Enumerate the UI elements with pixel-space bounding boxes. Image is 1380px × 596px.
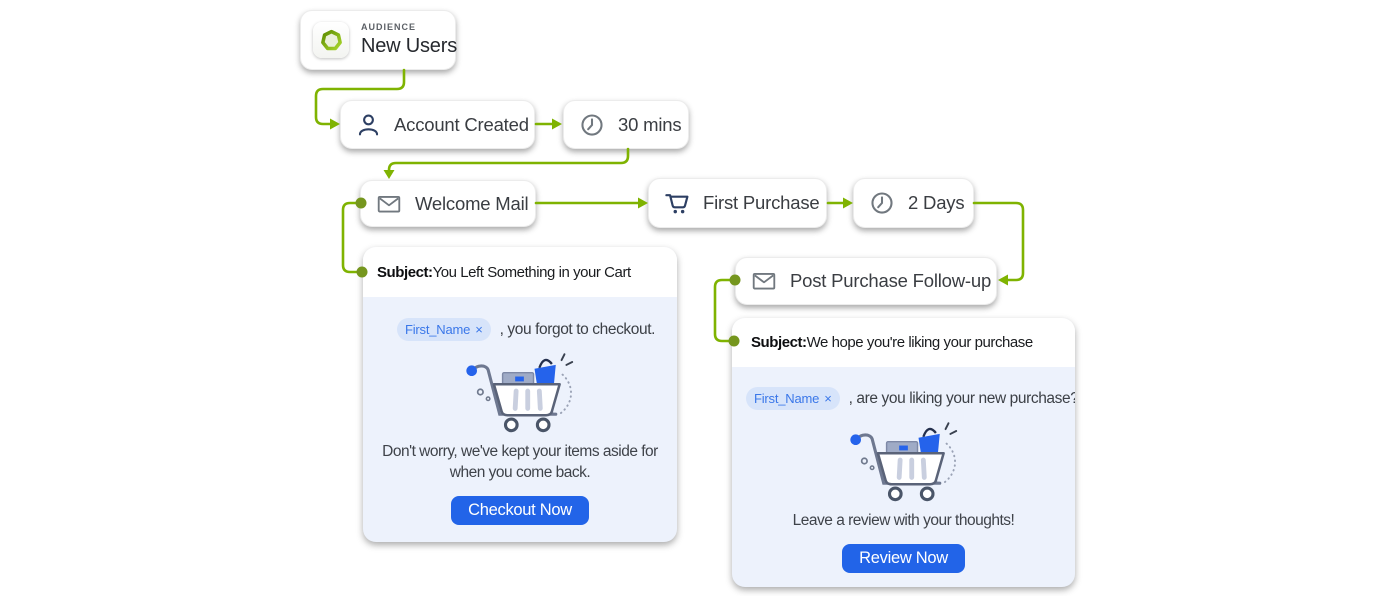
merge-tag-chip[interactable]: First_Name × — [746, 387, 840, 410]
body-line: when you come back. — [449, 463, 591, 481]
greeting-row: First_Name × , you forgot to checkout. — [397, 318, 677, 341]
node-welcome-mail[interactable]: Welcome Mail — [360, 180, 536, 227]
email-preview-cart-abandonment: Subject: You Left Something in your Cart… — [363, 247, 677, 542]
greeting-text: , you forgot to checkout. — [499, 320, 656, 338]
greeting-text: , are you liking your new purchase? — [848, 389, 1075, 407]
arrowhead — [383, 170, 395, 179]
subject-text: You Left Something in your Cart — [432, 263, 632, 281]
arrowhead — [843, 197, 853, 209]
node-wait-30-mins[interactable]: 30 mins — [563, 100, 689, 149]
user-icon — [356, 112, 381, 137]
clock-icon — [869, 190, 895, 216]
arrowhead — [998, 274, 1008, 286]
body-line: Don't worry, we've kept your items aside… — [382, 443, 658, 460]
cart-icon — [664, 190, 690, 216]
merge-tag-label: First_Name — [754, 391, 820, 406]
subject-label: Subject: — [377, 263, 433, 281]
shopping-cart-illustration — [849, 422, 957, 502]
connector-wait30-to-welcome — [387, 147, 630, 173]
node-label: 2 Days — [908, 192, 965, 213]
subject-label: Subject: — [751, 334, 807, 351]
arrowhead — [552, 118, 562, 130]
arrowhead — [330, 118, 340, 130]
greeting-row: First_Name × , are you liking your new p… — [746, 387, 1075, 410]
audience-kicker: AUDIENCE — [361, 21, 417, 32]
chip-close-icon[interactable]: × — [475, 322, 483, 337]
checkout-now-button[interactable]: Checkout Now — [451, 495, 589, 525]
node-account-created[interactable]: Account Created — [340, 100, 535, 149]
clock-icon — [579, 112, 605, 138]
node-wait-2-days[interactable]: 2 Days — [853, 178, 974, 228]
node-label: First Purchase — [703, 192, 820, 213]
arrowhead — [638, 197, 648, 209]
body-line: Leave a review with your thoughts! — [792, 512, 1015, 529]
email-preview-post-purchase: Subject: We hope you're liking your purc… — [732, 318, 1075, 587]
mail-icon — [751, 268, 777, 294]
email-body-text: Don't worry, we've kept your items aside… — [370, 442, 670, 484]
node-label: Welcome Mail — [415, 192, 529, 214]
chip-close-icon[interactable]: × — [824, 391, 832, 406]
subject-text: We hope you're liking your purchase — [806, 334, 1034, 351]
audience-heptagon-icon — [320, 29, 342, 50]
node-label: Account Created — [394, 113, 529, 135]
email-subject-row: Subject: We hope you're liking your purc… — [732, 318, 1075, 367]
audience-tile — [313, 22, 349, 58]
node-audience[interactable]: AUDIENCE New Users — [300, 10, 457, 70]
audience-title: New Users — [361, 35, 457, 58]
email-subject-row: Subject: You Left Something in your Cart — [363, 247, 677, 297]
connector-welcome-to-email1 — [341, 201, 363, 274]
node-post-purchase-followup[interactable]: Post Purchase Follow-up — [735, 257, 997, 305]
node-first-purchase[interactable]: First Purchase — [648, 178, 827, 228]
node-label: Post Purchase Follow-up — [790, 270, 992, 291]
merge-tag-label: First_Name — [405, 322, 471, 337]
shopping-cart-illustration — [466, 353, 574, 433]
node-label: 30 mins — [618, 113, 682, 135]
email-body-text: Leave a review with your thoughts! — [754, 511, 1054, 532]
review-now-button[interactable]: Review Now — [842, 543, 965, 573]
merge-tag-chip[interactable]: First_Name × — [397, 318, 491, 341]
mail-icon — [376, 191, 402, 217]
